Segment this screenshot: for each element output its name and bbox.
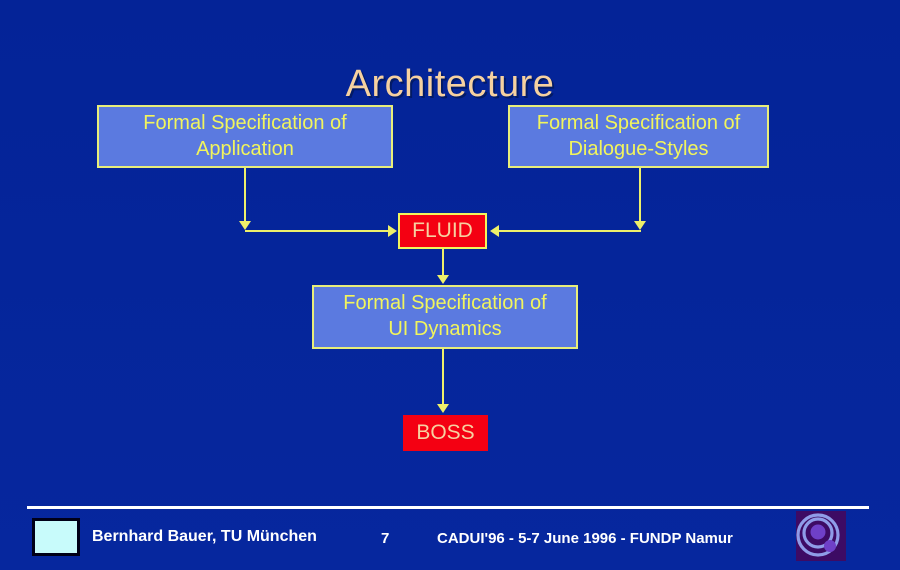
diagram-node-ui-dynamics[interactable]: Formal Specification of UI Dynamics <box>312 285 578 349</box>
edge-dialogue-to-fluid-horizontal <box>496 230 641 232</box>
footer-color-swatch <box>32 518 80 556</box>
edge-application-to-fluid-vertical <box>244 168 246 224</box>
diagram-node-application-label: Formal Specification of Application <box>143 111 346 162</box>
diagram-node-application-line2: Application <box>196 137 294 160</box>
arrowhead-down-icon <box>437 404 449 413</box>
diagram-node-fluid[interactable]: FLUID <box>398 213 487 249</box>
arrowhead-down-icon <box>634 221 646 230</box>
diagram-node-dialogue-styles-label: Formal Specification of Dialogue-Styles <box>537 111 740 162</box>
edge-ui-dynamics-to-boss <box>442 349 444 406</box>
diagram-node-application[interactable]: Formal Specification of Application <box>97 105 393 168</box>
edge-application-to-fluid-horizontal <box>245 230 391 232</box>
page-title: Architecture <box>345 63 555 106</box>
diagram-node-application-line1: Formal Specification of <box>143 111 347 134</box>
footer-divider <box>27 506 869 509</box>
footer-author: Bernhard Bauer, TU München <box>92 528 317 545</box>
arrowhead-down-icon <box>437 275 449 284</box>
arrowhead-down-icon <box>239 221 251 230</box>
footer-page-number: 7 <box>381 530 390 547</box>
diagram-node-dialogue-styles-line1: Formal Specification of <box>536 111 741 134</box>
diagram-node-boss[interactable]: BOSS <box>403 415 488 451</box>
diagram-node-dialogue-styles-line2: Dialogue-Styles <box>568 137 709 160</box>
arrowhead-left-icon <box>490 225 499 237</box>
cadui-logo-icon <box>796 511 846 561</box>
diagram-node-dialogue-styles[interactable]: Formal Specification of Dialogue-Styles <box>508 105 769 168</box>
edge-fluid-to-ui-dynamics <box>442 249 444 277</box>
diagram-node-ui-dynamics-line1: Formal Specification of <box>343 292 547 315</box>
edge-dialogue-to-fluid-vertical <box>639 168 641 224</box>
diagram-node-fluid-label: FLUID <box>412 218 473 242</box>
diagram-node-ui-dynamics-label: Formal Specification of UI Dynamics <box>343 291 546 342</box>
diagram-node-boss-label: BOSS <box>416 420 475 444</box>
footer-conference: CADUI'96 - 5-7 June 1996 - FUNDP Namur <box>437 530 733 547</box>
arrowhead-right-icon <box>388 225 397 237</box>
diagram-node-ui-dynamics-line2: UI Dynamics <box>388 318 502 340</box>
